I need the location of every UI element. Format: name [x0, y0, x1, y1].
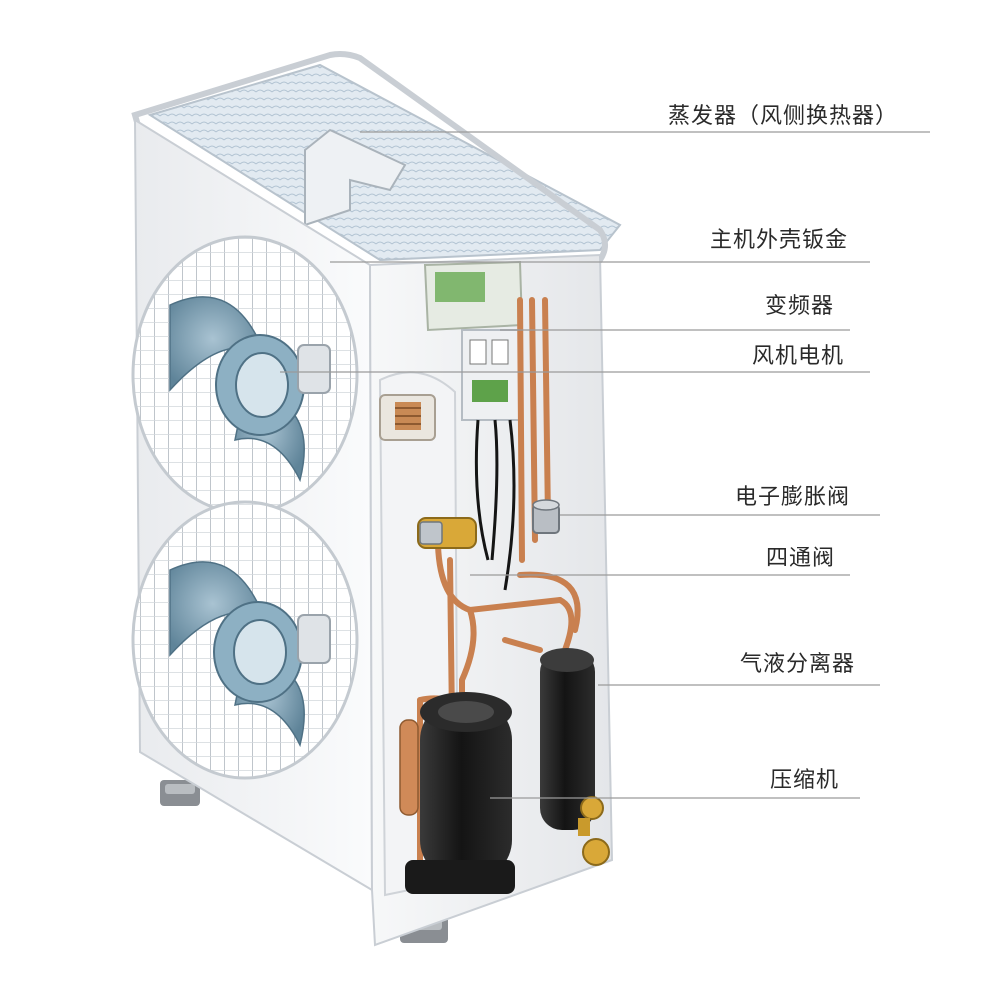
compressor [405, 692, 515, 894]
service-valves [578, 796, 610, 866]
filter-drier [399, 719, 419, 816]
four-way-valve [417, 517, 477, 549]
reactor [379, 394, 436, 441]
top-handle [304, 128, 407, 227]
callout-lines [280, 131, 930, 799]
label-inverter: 变频器 [765, 294, 835, 319]
gas-liquid-separator [540, 648, 595, 830]
electronic-expansion-valve [532, 499, 560, 534]
cables [474, 419, 516, 591]
label-fan-motor: 风机电机 [752, 344, 845, 369]
fan-motor-housing [297, 344, 331, 664]
label-compressor: 压缩机 [770, 768, 840, 793]
label-housing: 主机外壳钣金 [710, 228, 849, 253]
label-separator: 气液分离器 [740, 652, 856, 677]
label-evaporator: 蒸发器（风侧换热器） [668, 104, 899, 129]
label-expansion-valve: 电子膨胀阀 [735, 485, 851, 510]
label-four-way-valve: 四通阀 [766, 546, 836, 571]
fan-lower [131, 500, 359, 780]
inverter-board [423, 260, 524, 421]
